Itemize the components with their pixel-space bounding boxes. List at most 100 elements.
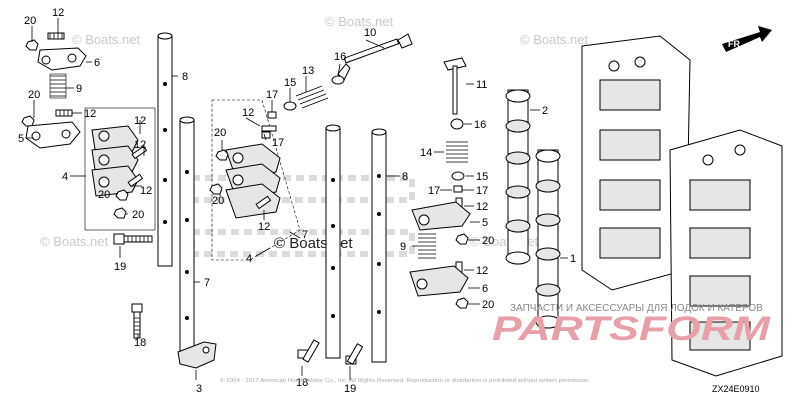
rocker-shaft-7-center (325, 124, 341, 359)
spring-upper-left (49, 73, 67, 99)
bolt-19-left (113, 233, 153, 245)
callout: 8 (402, 171, 408, 183)
callout: 12 (476, 201, 488, 213)
rocker-arm-6-right (409, 265, 469, 297)
diagram-code: ZX24E0910 (712, 384, 760, 394)
seal-16-top (331, 75, 345, 85)
callout: 20 (132, 209, 144, 221)
cotter-17-right (453, 185, 463, 193)
callout: 7 (302, 229, 308, 241)
rocker-shaft-8-left (157, 32, 173, 267)
callout: 19 (114, 261, 126, 273)
callout: 17 (428, 185, 440, 197)
callout: 17 (272, 137, 284, 149)
callout: 12 (52, 7, 64, 19)
callout: 20 (214, 127, 226, 139)
bolt-19-center (345, 343, 364, 365)
callout: 12 (134, 139, 146, 151)
callout: 9 (400, 241, 406, 253)
bolt-18-left (131, 303, 143, 339)
callout: 5 (482, 217, 488, 229)
watermark: © Boats.net (40, 234, 109, 249)
shop-tagline: ЗАПЧАСТИ И АКСЕССУАРЫ ДЛЯ ЛОДОК И КАТЕРО… (510, 303, 763, 314)
callout: 1 (570, 253, 576, 265)
watermark: © Boats.net (72, 32, 141, 47)
callout: 9 (76, 83, 82, 95)
callout: 20 (28, 89, 40, 101)
callout: 4 (62, 171, 68, 183)
seal-16-right (450, 118, 464, 130)
retainer-15 (283, 101, 297, 111)
front-arrow-icon: FR. (722, 26, 772, 52)
watermark-center: © Boats.net (274, 235, 353, 252)
callout: 20 (98, 189, 110, 201)
callout: 17 (476, 185, 488, 197)
callout: 12 (242, 107, 254, 119)
callout: 8 (182, 71, 188, 83)
callout: 15 (476, 171, 488, 183)
camshaft-2 (505, 89, 531, 265)
bolt-18-center (297, 339, 320, 363)
callouts: 20 12 6 9 20 12 5 4 12 12 20 12 20 19 8 … (18, 7, 576, 395)
callout: 11 (476, 79, 487, 91)
adjust-screw-mid (55, 109, 73, 117)
callout: 18 (134, 337, 146, 349)
callout: 17 (266, 89, 278, 101)
rocker-arm-5-right (411, 201, 471, 231)
watermark: © Boats.net (520, 32, 589, 47)
rocker-assembly-left (84, 107, 156, 231)
callout: 19 (344, 383, 356, 395)
callout: 13 (302, 65, 314, 77)
callout: 16 (334, 51, 346, 63)
cylinder-head-front (669, 129, 783, 377)
callout: 20 (482, 235, 494, 247)
callout: 12 (84, 108, 96, 120)
rocker-arm-left (25, 121, 81, 149)
callout: 20 (24, 15, 36, 27)
callout: 12 (476, 265, 488, 277)
callout: 20 (212, 195, 224, 207)
callout: 10 (364, 27, 376, 39)
adjust-screw-upper (47, 32, 65, 40)
nut-20-right-b (455, 297, 469, 309)
nut-20-right (455, 233, 469, 245)
callout: 16 (474, 119, 486, 131)
callout: 6 (94, 57, 100, 69)
callout: 5 (18, 133, 24, 145)
retainer-15-right (451, 171, 465, 181)
callout: 6 (482, 283, 488, 295)
callout: 18 (296, 377, 308, 389)
cylinder-head-rear (581, 35, 691, 291)
valve-10 (337, 33, 413, 81)
callout: 7 (204, 277, 210, 289)
cotter-17 (267, 111, 277, 119)
callout: 4 (246, 253, 252, 265)
bracket-3 (177, 341, 217, 369)
callout: 3 (196, 383, 202, 395)
callout: 15 (284, 77, 296, 89)
callout: 2 (542, 105, 548, 117)
leader-lines (26, 18, 568, 380)
callout: 12 (258, 221, 270, 233)
spring-9-right (418, 233, 436, 259)
valve-spring-13 (295, 85, 329, 109)
rocker-shaft-8-center (371, 128, 387, 363)
cotter-17b (261, 131, 271, 139)
nut-upper (25, 39, 39, 51)
callout: 20 (482, 299, 494, 311)
callout: 12 (134, 115, 146, 127)
rocker-arm-upper-left (37, 47, 87, 71)
rocker-assembly-center (209, 99, 301, 261)
nut-mid (21, 115, 35, 127)
copyright-line: © 2004 - 2017 American Honda Motor Co., … (220, 377, 590, 384)
valve-11 (443, 57, 467, 115)
valve-spring-14 (446, 141, 468, 163)
rocker-shaft-7-left (179, 116, 195, 353)
svg-text:FR.: FR. (728, 39, 743, 49)
callout: 12 (140, 185, 152, 197)
camshaft-1 (535, 149, 561, 329)
callout: 14 (420, 147, 432, 159)
brand-logo: PARTSFORM (492, 310, 771, 348)
watermark: © Boats.net (325, 14, 394, 29)
